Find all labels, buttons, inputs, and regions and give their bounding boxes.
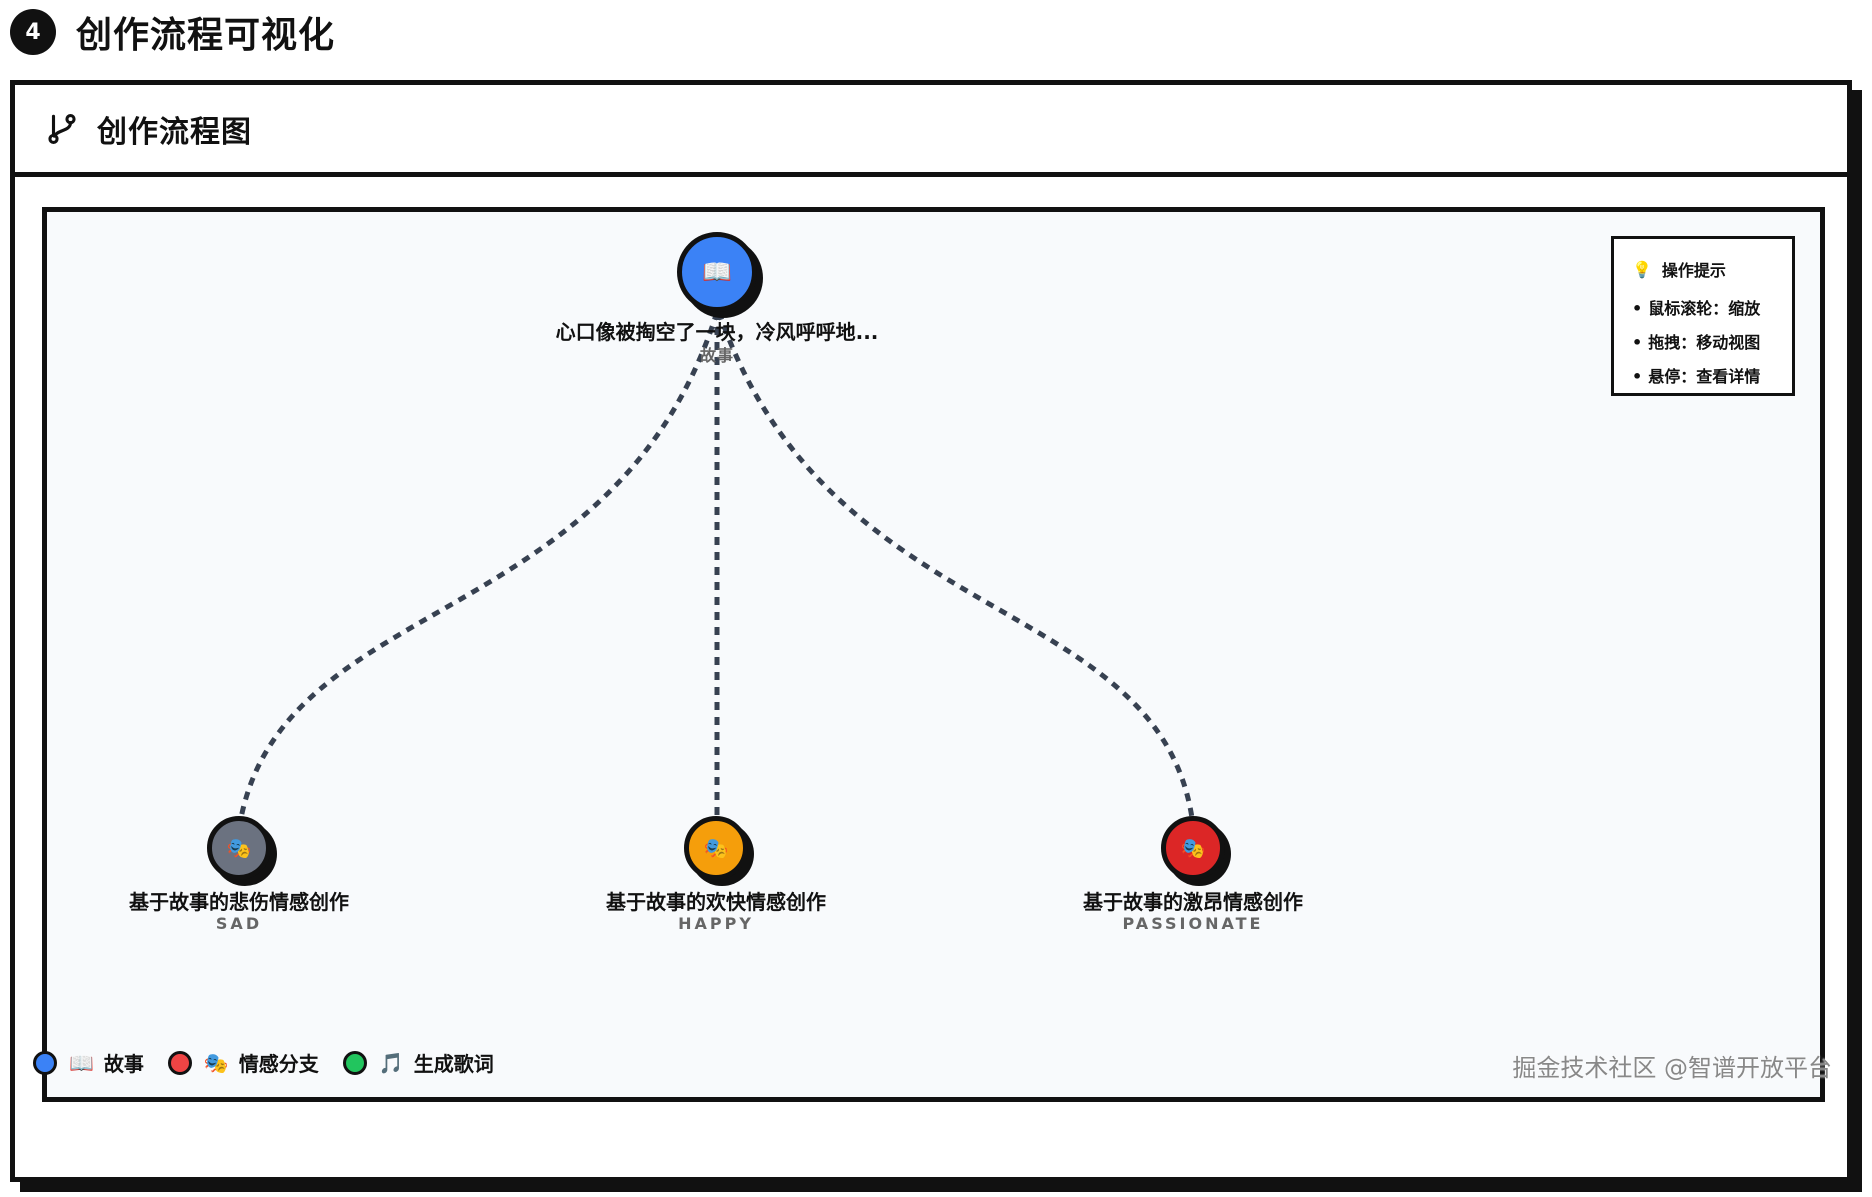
edge-root-sad xyxy=(238,311,720,819)
theater-masks-icon: 🎭 xyxy=(703,836,729,860)
card-header: 创作流程图 xyxy=(15,85,1847,177)
tip-item-hover: 悬停：查看详情 xyxy=(1632,363,1778,387)
book-icon: 📖 xyxy=(702,258,732,286)
legend-label-emotion: 情感分支 xyxy=(238,1052,319,1076)
tips-title-text: 操作提示 xyxy=(1661,261,1726,280)
git-branch-icon xyxy=(48,113,76,144)
legend-item-story: 📖 故事 xyxy=(33,1048,144,1077)
passionate-node-type: PASSIONATE xyxy=(1122,914,1264,933)
edges-layer xyxy=(238,311,1195,819)
sad-node[interactable]: 🎭 xyxy=(207,816,271,880)
theater-masks-icon: 🎭 xyxy=(203,1050,229,1075)
story-node[interactable]: 📖 xyxy=(677,232,757,312)
legend-dot-emotion xyxy=(167,1050,192,1075)
tips-panel: 💡 操作提示 鼠标滚轮：缩放 拖拽：移动视图 悬停：查看详情 xyxy=(1611,236,1795,396)
step-badge: 4 xyxy=(10,9,56,55)
music-note-icon: 🎵 xyxy=(378,1050,404,1075)
legend-item-lyrics: 🎵 生成歌词 xyxy=(342,1048,494,1077)
tips-title: 💡 操作提示 xyxy=(1632,257,1778,281)
happy-node-label: 基于故事的欢快情感创作 xyxy=(606,890,826,914)
passionate-node-label: 基于故事的激昂情感创作 xyxy=(1083,890,1303,914)
legend: 📖 故事 🎭 情感分支 🎵 生成歌词 xyxy=(33,1048,518,1077)
sad-node-label: 基于故事的悲伤情感创作 xyxy=(129,890,349,914)
section-header: 4 创作流程可视化 xyxy=(10,6,335,58)
sad-node-type: SAD xyxy=(215,914,263,933)
story-node-type: 故事 xyxy=(699,346,735,365)
theater-masks-icon: 🎭 xyxy=(226,836,252,860)
tip-item-zoom: 鼠标滚轮：缩放 xyxy=(1632,295,1778,319)
legend-label-story: 故事 xyxy=(103,1052,144,1076)
card-title: 创作流程图 xyxy=(97,114,252,150)
legend-dot-story xyxy=(33,1050,57,1075)
theater-masks-icon: 🎭 xyxy=(1180,836,1206,860)
story-node-label: 心口像被掏空了一块，冷风呼呼地... xyxy=(555,320,879,344)
watermark: 掘金技术社区 @智谱开放平台 xyxy=(1512,1054,1832,1082)
happy-node[interactable]: 🎭 xyxy=(684,816,748,880)
legend-dot-lyrics xyxy=(342,1050,367,1075)
section-title: 创作流程可视化 xyxy=(76,15,336,56)
flow-card: 创作流程图 📖 心口像被掏空了一块，冷风呼呼地... 故事 🎭 基于故事的悲伤情… xyxy=(10,80,1852,1182)
legend-item-emotion: 🎭 情感分支 xyxy=(167,1048,319,1077)
passionate-node[interactable]: 🎭 xyxy=(1161,816,1225,880)
tip-item-drag: 拖拽：移动视图 xyxy=(1632,329,1778,353)
lightbulb-icon: 💡 xyxy=(1632,259,1652,279)
happy-node-type: HAPPY xyxy=(678,914,754,933)
legend-label-lyrics: 生成歌词 xyxy=(413,1052,494,1076)
book-icon: 📖 xyxy=(69,1050,94,1075)
flow-canvas[interactable]: 📖 心口像被掏空了一块，冷风呼呼地... 故事 🎭 基于故事的悲伤情感创作 SA… xyxy=(42,207,1825,1102)
edge-root-passionate xyxy=(716,311,1195,819)
